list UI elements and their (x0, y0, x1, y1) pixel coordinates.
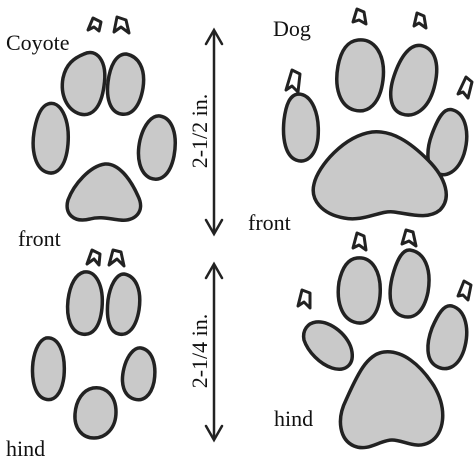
coyote-front-claw-right (114, 17, 129, 33)
coyote-hind-heel-pad (75, 388, 116, 438)
dog-hind-toe-inner-right (390, 250, 429, 317)
coyote-front-toe-outer-left (33, 103, 68, 173)
dog-front-claw-1 (353, 9, 366, 24)
coyote-front-label: front (18, 228, 61, 250)
dog-hind-claw-1 (353, 233, 366, 250)
dog-hind-label: hind (274, 408, 313, 430)
coyote-hind-toe-inner-right (107, 274, 139, 334)
dog-front-claw-2 (414, 13, 426, 28)
coyote-front-heel-pad (67, 164, 140, 220)
dog-front-toe-inner-left (337, 40, 384, 111)
hind-length-label: 2-1/4 in. (189, 301, 211, 401)
coyote-hind-claw-right (109, 250, 124, 266)
dog-front-heel-pad (313, 132, 446, 219)
coyote-hind-toe-outer-right (122, 348, 154, 400)
dog-hind-claw-2 (402, 230, 416, 246)
dog-front-label: front (248, 212, 291, 234)
coyote-hind-toe-outer-left (33, 338, 65, 400)
dog-hind-heel-pad (340, 352, 442, 448)
coyote-front-toe-outer-right (138, 116, 175, 179)
coyote-hind-toe-inner-left (68, 272, 103, 334)
dog-hind-track (298, 230, 471, 448)
dog-hind-toe-outer-right (428, 306, 467, 369)
coyote-hind-label: hind (6, 438, 45, 460)
dog-front-claw-3 (286, 70, 300, 92)
dog-hind-claw-4 (458, 281, 471, 300)
dog-front-claw-4 (458, 77, 472, 98)
coyote-front-toe-inner-left (62, 52, 104, 114)
dog-front-toe-outer-left (284, 94, 319, 161)
front-length-label: 2-1/2 in. (189, 81, 211, 181)
dog-front-track (284, 9, 473, 219)
dog-title: Dog (273, 18, 311, 40)
dog-hind-toe-outer-left (304, 322, 353, 369)
dog-front-toe-inner-right (391, 45, 437, 115)
coyote-front-claw-left (88, 18, 101, 31)
coyote-front-toe-inner-right (108, 54, 144, 114)
coyote-title: Coyote (6, 32, 70, 54)
dog-hind-claw-3 (298, 290, 310, 308)
coyote-hind-claw-left (87, 250, 100, 265)
coyote-hind-track (33, 250, 155, 438)
dog-hind-toe-inner-left (338, 258, 380, 323)
